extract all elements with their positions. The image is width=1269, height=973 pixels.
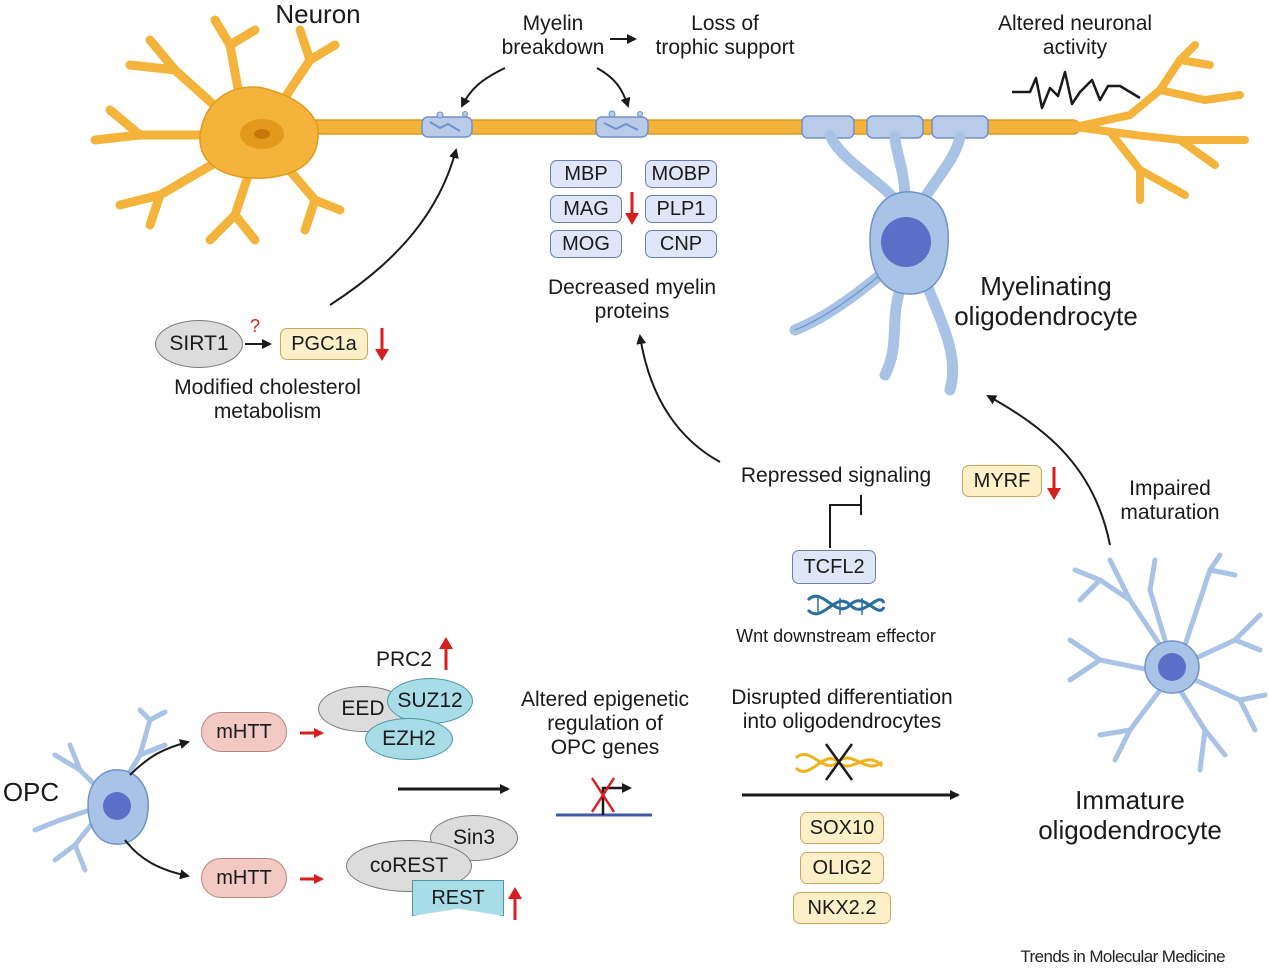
myelinating-oligodendrocyte bbox=[789, 129, 966, 396]
label-neuron: Neuron bbox=[275, 0, 361, 29]
label-myelinating-oligo: Myelinating oligodendrocyte bbox=[954, 271, 1138, 331]
oligo-nucleus bbox=[881, 217, 931, 267]
down-arrow-pgc1a bbox=[375, 328, 389, 361]
sin3-ellipse: Sin3 bbox=[430, 815, 518, 861]
inhibition-line bbox=[829, 504, 860, 548]
label-loss-trophic: Loss of trophic support bbox=[655, 12, 795, 60]
myrf-box: MYRF bbox=[962, 465, 1042, 497]
blocked-gene-icon bbox=[556, 777, 652, 817]
label-repressed-signaling: Repressed signaling bbox=[740, 464, 932, 487]
label-impaired-maturation: Impaired maturation bbox=[1120, 477, 1220, 525]
down-arrow-myrf bbox=[1047, 467, 1061, 500]
arrow-cholesterol-to-neuron bbox=[329, 148, 459, 306]
sox10-box: SOX10 bbox=[800, 812, 884, 844]
label-wnt-effector: Wnt downstream effector bbox=[736, 626, 936, 646]
mhtt-top: mHTT bbox=[201, 712, 287, 752]
damaged-myelin-1 bbox=[421, 111, 473, 138]
label-prc2: PRC2 bbox=[375, 648, 433, 671]
protein-box-plp1: PLP1 bbox=[645, 195, 717, 223]
label-myelin-breakdown: Myelin breakdown bbox=[501, 12, 605, 60]
label-immature-oligo: Immature oligodendrocyte bbox=[1038, 785, 1222, 845]
label-disrupted-diff: Disrupted differentiation into oligodend… bbox=[731, 686, 953, 734]
olig2-box: OLIG2 bbox=[800, 852, 884, 884]
arrow-breakdown-right bbox=[596, 67, 631, 108]
suz12-ellipse: SUZ12 bbox=[387, 678, 473, 724]
opc-nucleus bbox=[103, 792, 131, 820]
label-opc: OPC bbox=[2, 777, 60, 807]
label-altered-activity: Altered neuronal activity bbox=[997, 12, 1153, 60]
up-arrow-rest bbox=[508, 887, 522, 920]
journal-logo: Trends in Molecular Medicine bbox=[1020, 947, 1225, 966]
arrow-opc-to-mhtt-top bbox=[129, 739, 190, 776]
ezh2-ellipse: EZH2 bbox=[365, 718, 453, 760]
label-modified-cholesterol: Modified cholesterol metabolism bbox=[174, 376, 361, 424]
arrow-breakdown-left bbox=[461, 67, 506, 108]
mhtt-bottom: mHTT bbox=[201, 858, 287, 898]
protein-box-mobp: MOBP bbox=[645, 160, 717, 188]
immature-oligo-nucleus bbox=[1158, 653, 1186, 681]
neuron-cell bbox=[90, 15, 1249, 245]
dna-blocked-icon bbox=[794, 743, 884, 781]
tcfl2-box: TCFL2 bbox=[792, 550, 876, 584]
neuron-dendrites-left bbox=[90, 15, 345, 245]
damaged-myelin-2 bbox=[595, 110, 649, 138]
sirt1-ellipse: SIRT1 bbox=[155, 320, 243, 368]
arrow-impaired-maturation bbox=[986, 395, 1111, 546]
pgc1a-box: PGC1a bbox=[280, 328, 368, 360]
label-altered-epigenetic: Altered epigenetic regulation of OPC gen… bbox=[520, 688, 690, 760]
dna-wnt-icon bbox=[806, 594, 886, 616]
neuronal-activity-trace bbox=[1012, 70, 1141, 110]
immature-oligodendrocyte bbox=[1067, 552, 1268, 773]
label-decreased-myelin: Decreased myelin proteins bbox=[547, 276, 717, 324]
protein-box-mog: MOG bbox=[550, 230, 622, 258]
protein-box-mag: MAG bbox=[550, 195, 622, 223]
protein-box-cnp: CNP bbox=[645, 230, 717, 258]
question-mark: ? bbox=[249, 316, 260, 336]
arrow-repressed-to-myelin bbox=[636, 334, 721, 463]
nkx22-box: NKX2.2 bbox=[793, 892, 891, 924]
arrow-opc-to-mhtt-bottom bbox=[124, 839, 190, 880]
up-arrow-prc2 bbox=[439, 637, 453, 670]
axon-terminal bbox=[1071, 41, 1249, 204]
protein-box-mbp: MBP bbox=[550, 160, 622, 188]
down-arrow-myelin-proteins bbox=[625, 192, 639, 225]
opc-cell bbox=[32, 707, 168, 873]
